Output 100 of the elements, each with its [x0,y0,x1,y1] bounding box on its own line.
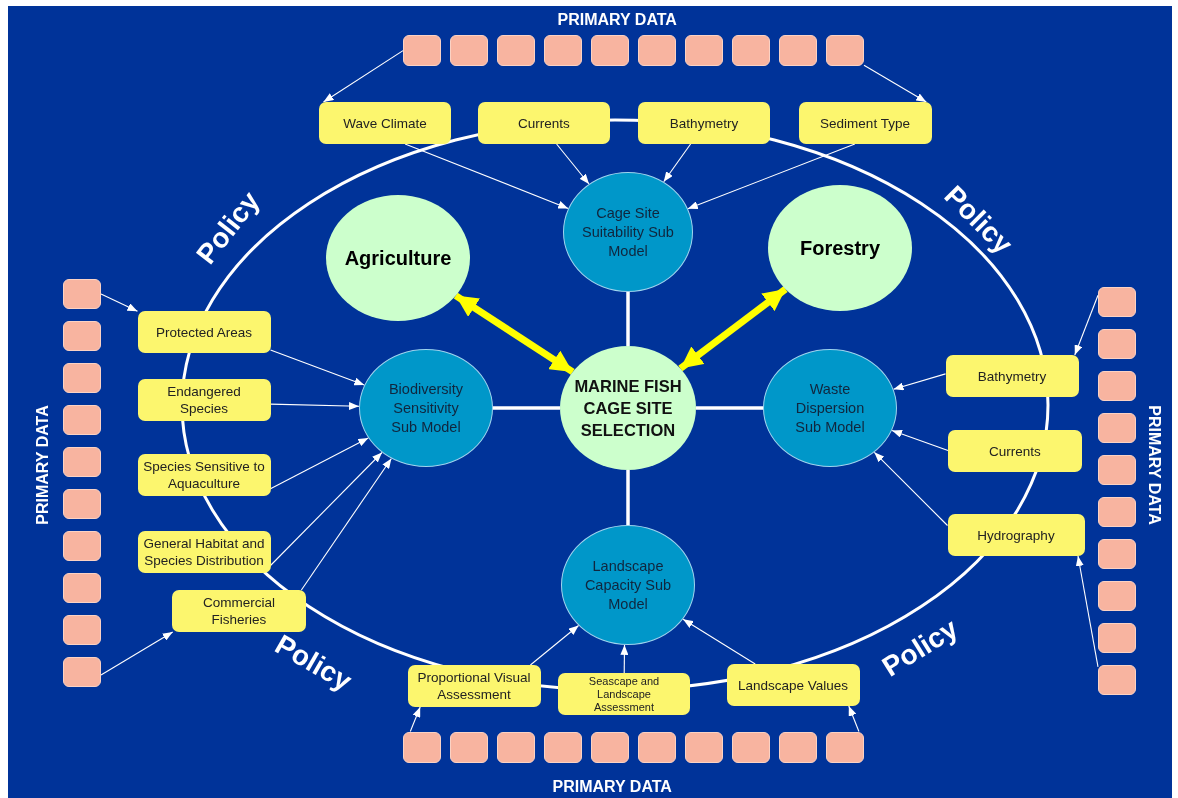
data-box [544,731,582,763]
data-box [1098,497,1136,527]
data-box [1098,287,1136,317]
data-box [403,731,441,763]
input-box [558,673,690,715]
data-box [732,731,770,763]
arrow [873,451,949,527]
data-box [591,731,629,763]
data-box [732,34,770,66]
data-box [638,731,676,763]
data-box [450,731,488,763]
node-label: Currents [989,442,1041,460]
data-box [826,34,864,66]
arrow [682,618,756,665]
data-box [638,34,676,66]
data-box [63,279,101,309]
arrow [556,143,590,185]
data-box [779,34,817,66]
data-box [544,34,582,66]
node-label: Wave Climate [343,114,427,132]
data-box [63,405,101,435]
node-title: Forestry [800,236,880,260]
data-box [1098,371,1136,401]
arrow [269,402,360,411]
arrow [409,706,421,733]
group-label: PRIMARY DATA [1144,405,1163,525]
input-box [726,664,860,706]
data-box [1098,665,1136,695]
arrow [100,631,174,676]
data-box [685,34,723,66]
arrow [848,705,860,733]
arrow [863,64,927,103]
data-box [63,363,101,393]
connector-line [493,406,560,410]
input-box [319,102,451,144]
arrow [322,50,404,103]
data-box [1098,581,1136,611]
node-label: Landscape Values [737,676,849,694]
data-box [1098,413,1136,443]
data-box [63,447,101,477]
arrow [269,451,383,567]
data-box [1098,455,1136,485]
node-label: Sediment Type [820,114,910,132]
input-box [137,379,271,421]
node-title: MARINE FISH CAGE SITE SELECTION [573,376,683,441]
node-label: Biodiversity Sensitivity Sub Model [387,379,465,437]
data-box [63,321,101,351]
data-box [591,34,629,66]
arrow [892,373,947,391]
input-box [407,665,541,707]
input-box [948,430,1082,472]
data-box [497,34,535,66]
connector-line [626,470,630,525]
node-label: Commercial Fisheries [202,594,276,628]
input-box [798,102,932,144]
node-label: Landscape Capacity Sub Model [583,556,673,614]
node-label: Currents [518,114,570,132]
node-label: Proportional Visual Assessment [416,669,532,703]
input-box [638,102,770,144]
node-label: Endangered Species [166,383,242,417]
data-box [1098,539,1136,569]
node-label: General Habitat and Species Distribution [142,535,266,569]
input-box [172,590,306,632]
connector-line [626,292,630,346]
arrow [891,429,949,452]
data-box [497,731,535,763]
connector-line [696,406,763,410]
node-label: Species Sensitive to Aquaculture [142,458,266,492]
arrow [1075,555,1099,668]
arrow [620,644,629,674]
input-box [137,311,271,353]
arrow [269,349,365,386]
node-label: Seascape and Landscape Assessment [587,674,661,714]
arrow [100,293,139,312]
group-label: PRIMARY DATA [552,778,672,796]
data-box [1098,623,1136,653]
node-label: Hydrography [977,526,1055,544]
arrow [269,437,369,490]
input-box [947,514,1085,556]
arrow [404,143,569,209]
data-box [779,731,817,763]
arrow [687,143,856,210]
double-arrow [678,286,788,372]
input-box [478,102,610,144]
arrow [529,624,580,666]
data-box [826,731,864,763]
data-box [1098,329,1136,359]
group-label: PRIMARY DATA [33,405,52,525]
arrow [300,457,392,591]
node-label: Cage Site Suitability Sub Model [582,203,674,261]
node-label: Bathymetry [669,114,739,132]
group-label: PRIMARY DATA [557,11,677,29]
data-box [63,615,101,645]
data-box [63,489,101,519]
node-label: Bathymetry [977,367,1047,385]
data-box [403,34,441,66]
data-box [63,531,101,561]
node-label: Protected Areas [155,323,253,341]
arrow [663,143,692,183]
node-label: Waste Dispersion Sub Model [794,379,866,437]
